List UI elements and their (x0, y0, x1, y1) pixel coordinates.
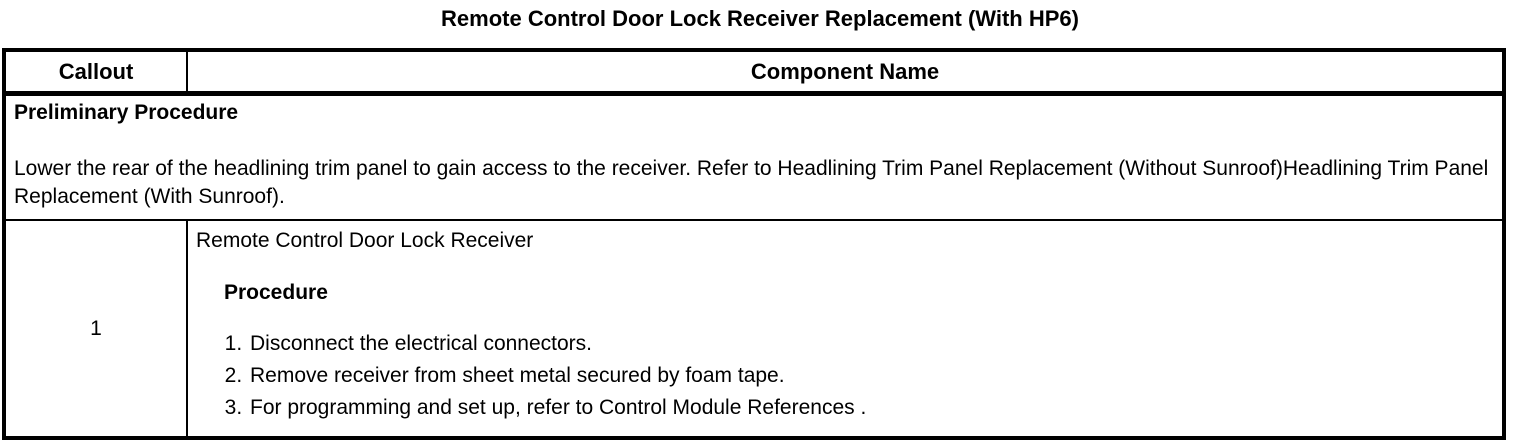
procedure-heading: Procedure (224, 281, 328, 304)
column-header-callout: Callout (6, 52, 188, 91)
page-title: Remote Control Door Lock Receiver Replac… (441, 6, 1079, 31)
table-row: 1 Remote Control Door Lock Receiver Proc… (6, 221, 1502, 436)
preliminary-procedure-heading: Preliminary Procedure (14, 101, 239, 124)
component-table: Callout Component Name Preliminary Proce… (2, 48, 1506, 440)
component-name-text: Remote Control Door Lock Receiver (196, 229, 534, 252)
table-header-row: Callout Component Name (6, 52, 1502, 96)
procedure-steps-list: Disconnect the electrical connectors.Rem… (196, 328, 1492, 424)
procedure-step: Remove receiver from sheet metal secured… (248, 360, 1492, 392)
preliminary-procedure-text: Lower the rear of the headlining trim pa… (14, 157, 1489, 208)
preliminary-procedure-row: Preliminary Procedure Lower the rear of … (6, 96, 1502, 221)
callout-number-cell: 1 (6, 221, 188, 436)
column-header-component-name: Component Name (750, 58, 940, 84)
procedure-step: For programming and set up, refer to Con… (248, 392, 1492, 424)
component-name-cell: Remote Control Door Lock Receiver Proced… (188, 221, 1502, 436)
procedure-step: Disconnect the electrical connectors. (248, 328, 1492, 360)
